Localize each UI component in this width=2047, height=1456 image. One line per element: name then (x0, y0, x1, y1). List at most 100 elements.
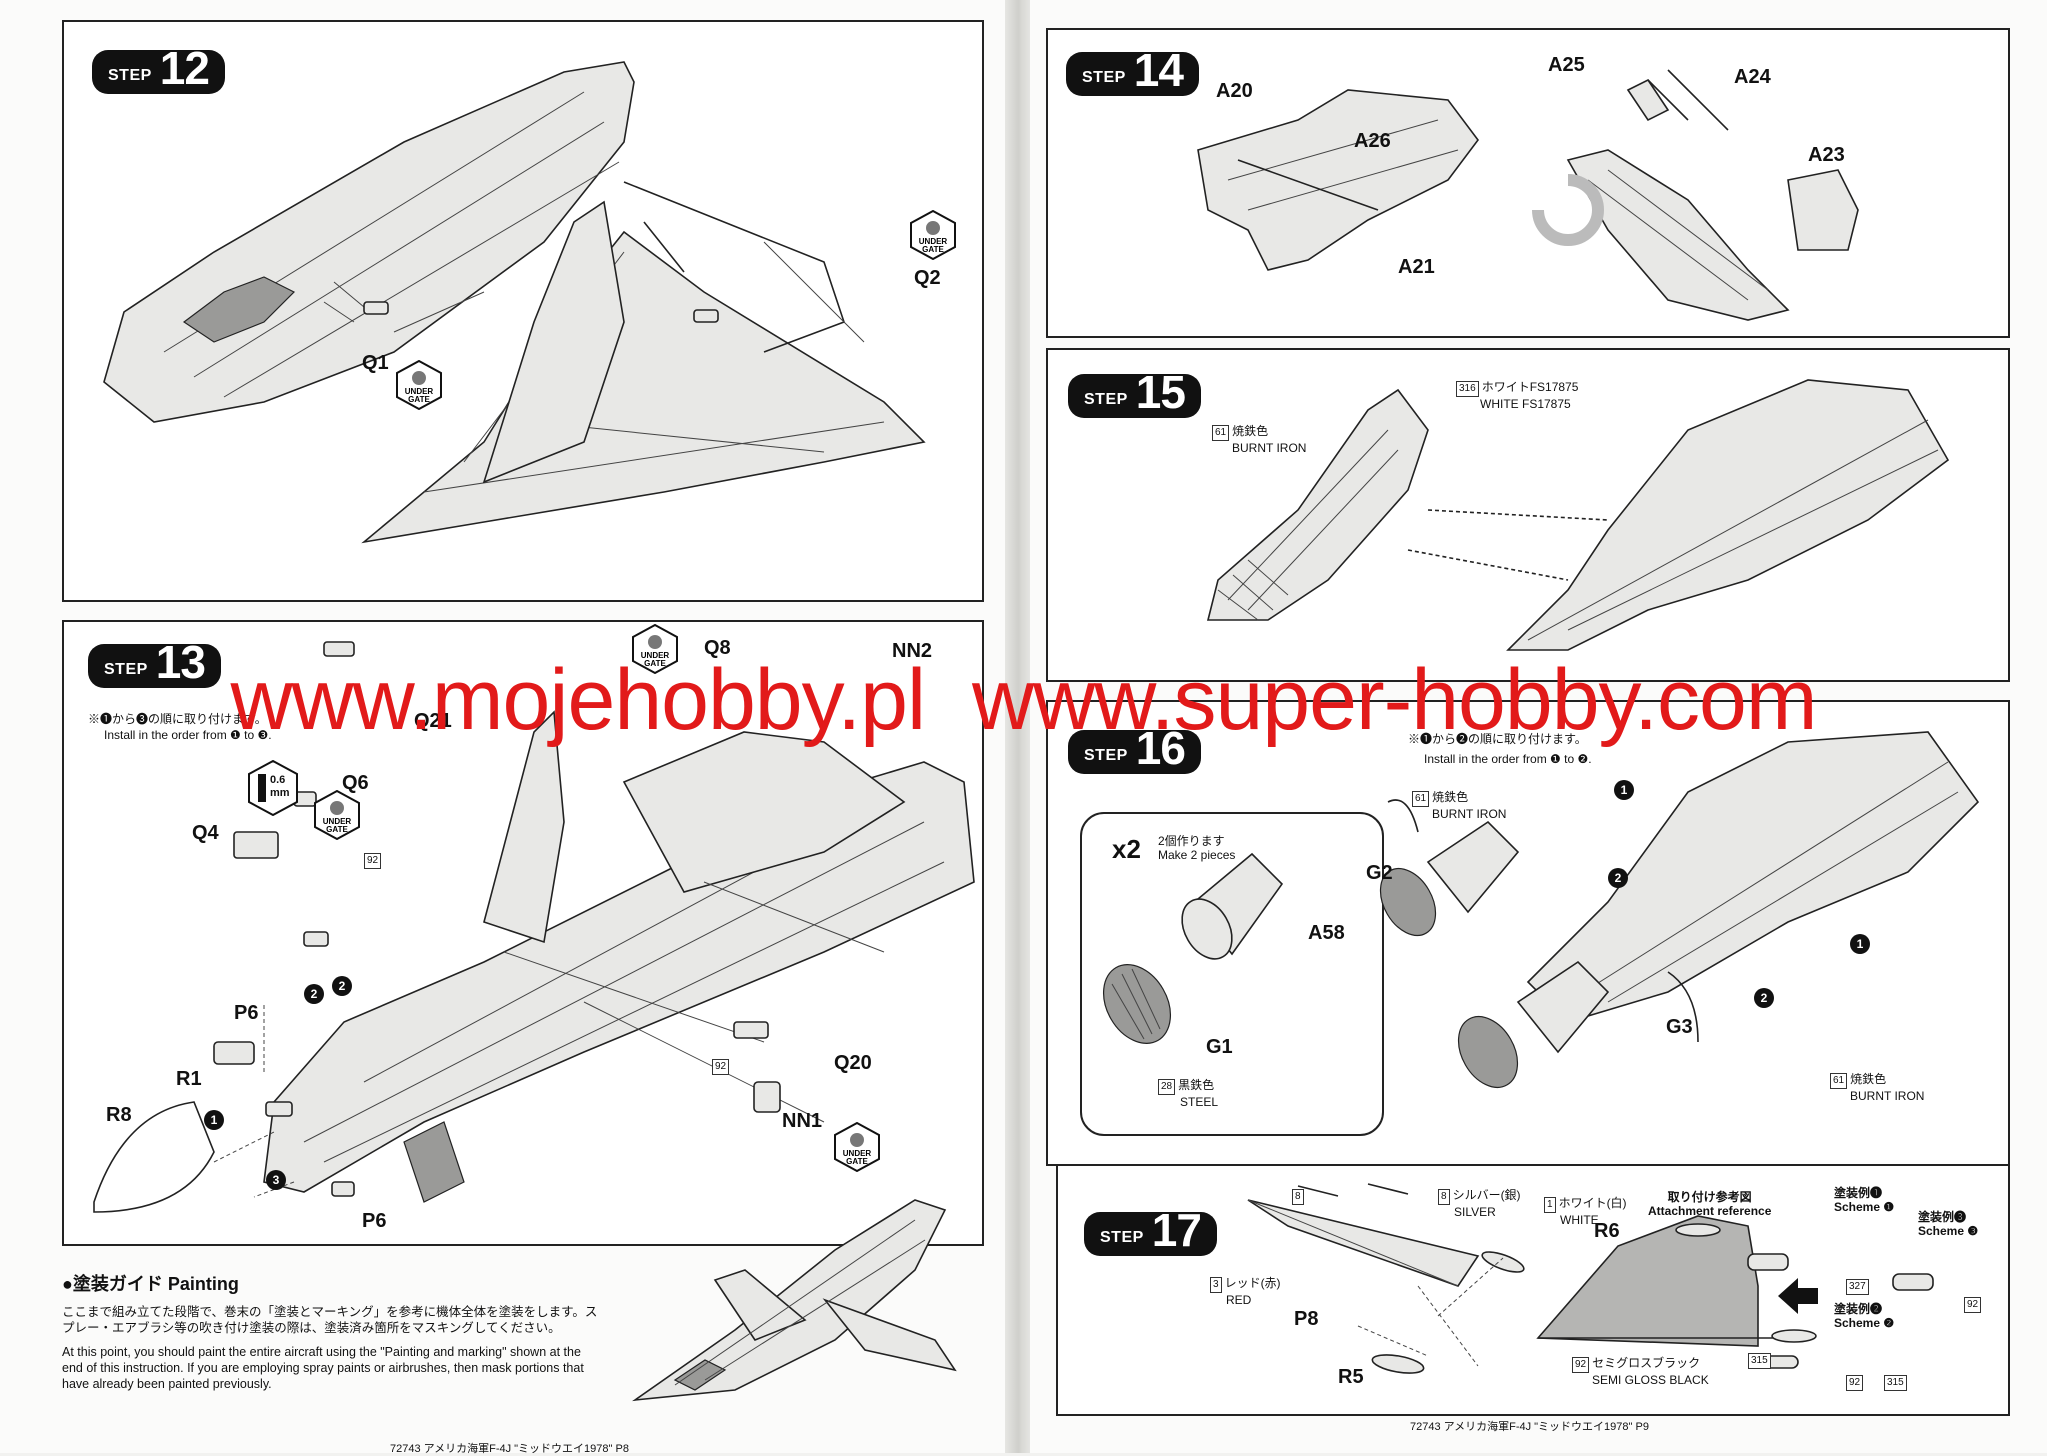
step-16-aircraft-drawing (1379, 731, 1980, 1088)
step-15-parts-drawing (1206, 379, 1950, 651)
part-label-nn1: NN1 (782, 1110, 823, 1132)
order-step-1-icon: 1 (1850, 934, 1870, 954)
color-silver: 8 (1292, 1188, 1307, 1205)
watermark-right: www.super-hobby.com (972, 652, 1818, 748)
part-label-a26: A26 (1354, 130, 1391, 152)
order-step-2-icon: 2 (332, 976, 352, 996)
part-label-p8: P8 (1294, 1308, 1319, 1330)
paint-code-92: 92 (712, 1058, 732, 1075)
order-step-1-icon: 1 (1614, 780, 1634, 800)
part-label-g1: G1 (1206, 1036, 1233, 1058)
step-13-note-en: Install in the order from ❶ to ❸. (104, 728, 272, 742)
part-label-a24: A24 (1734, 66, 1771, 88)
part-label-q20: Q20 (834, 1052, 872, 1074)
part-label-p6-lower: P6 (362, 1210, 387, 1232)
watermark-left: www.mojehobby.pl (230, 652, 926, 748)
painting-guide: ●塗装ガイド Painting ここまで組み立てた段階で、巻末の「塗装とマーキン… (62, 1270, 602, 1400)
paint-code: 315 (1884, 1374, 1910, 1391)
part-label-a58: A58 (1308, 922, 1345, 944)
painting-text-jp: ここまで組み立てた段階で、巻末の「塗装とマーキング」を参考に機体全体を塗装をしま… (62, 1305, 598, 1335)
order-step-3-icon: 3 (266, 1170, 286, 1190)
exhaust-nozzle-drawing (1102, 852, 1284, 1044)
order-step-1-icon: 1 (204, 1110, 224, 1130)
order-step-2-icon: 2 (304, 984, 324, 1004)
step-16-note-en: Install in the order from ❶ to ❷. (1424, 752, 1592, 766)
step-12-aircraft-drawing (103, 61, 926, 544)
step-13-note-jp: ※❶から❸の順に取り付けます。 (88, 712, 267, 726)
painting-text-en: At this point, you should paint the enti… (62, 1345, 584, 1391)
paint-code: 315 (1748, 1352, 1774, 1369)
svg-text:GATE: GATE (922, 245, 944, 254)
part-label-q1: Q1 (362, 352, 389, 374)
paint-code: 327 (1846, 1278, 1872, 1295)
svg-text:UNDER: UNDER (323, 817, 352, 826)
svg-text:UNDER: UNDER (641, 651, 670, 660)
step-16-note-jp: ※❶から❷の順に取り付けます。 (1408, 732, 1587, 746)
part-label-nn2: NN2 (892, 640, 933, 662)
part-label-q21: Q21 (414, 710, 452, 732)
part-label-q4: Q4 (192, 822, 219, 844)
part-label-q2: Q2 (914, 267, 941, 289)
svg-text:GATE: GATE (408, 395, 430, 404)
svg-text:GATE: GATE (846, 1157, 868, 1166)
part-label-a25: A25 (1548, 54, 1585, 76)
part-label-g3: G3 (1666, 1016, 1693, 1038)
svg-text:UNDER: UNDER (405, 387, 434, 396)
step-17-parts-drawing (1247, 1183, 1934, 1374)
part-label-p6: P6 (234, 1002, 259, 1024)
paint-code: 92 (1846, 1374, 1866, 1391)
svg-text:GATE: GATE (644, 659, 666, 668)
drill-size-text: 0.6 mm (270, 774, 290, 799)
watermark: www.mojehobby.pl www.super-hobby.com (0, 650, 2047, 750)
part-label-a20: A20 (1216, 80, 1253, 102)
paint-code: 92 (1964, 1296, 1984, 1313)
part-label-a23: A23 (1808, 144, 1845, 166)
finished-aircraft-drawing (632, 1199, 957, 1402)
step-14-parts-drawing (1197, 69, 1859, 321)
order-step-2-icon: 2 (1608, 868, 1628, 888)
step-13-aircraft-drawing (93, 641, 975, 1213)
order-step-2-icon: 2 (1754, 988, 1774, 1008)
footer-right: 72743 アメリカ海軍F-4J "ミッドウエイ1978" P9 (1410, 1421, 1649, 1433)
part-label-r1: R1 (176, 1068, 202, 1090)
part-label-q8: Q8 (704, 637, 731, 659)
part-label-q6: Q6 (342, 772, 369, 794)
paint-code-92: 92 (364, 852, 384, 869)
part-label-g2: G2 (1366, 862, 1393, 884)
svg-text:GATE: GATE (326, 825, 348, 834)
footer-left: 72743 アメリカ海軍F-4J "ミッドウエイ1978" P8 (390, 1443, 629, 1455)
svg-text:UNDER: UNDER (843, 1149, 872, 1158)
drill-size-badge: 0.6 mm (248, 759, 298, 817)
